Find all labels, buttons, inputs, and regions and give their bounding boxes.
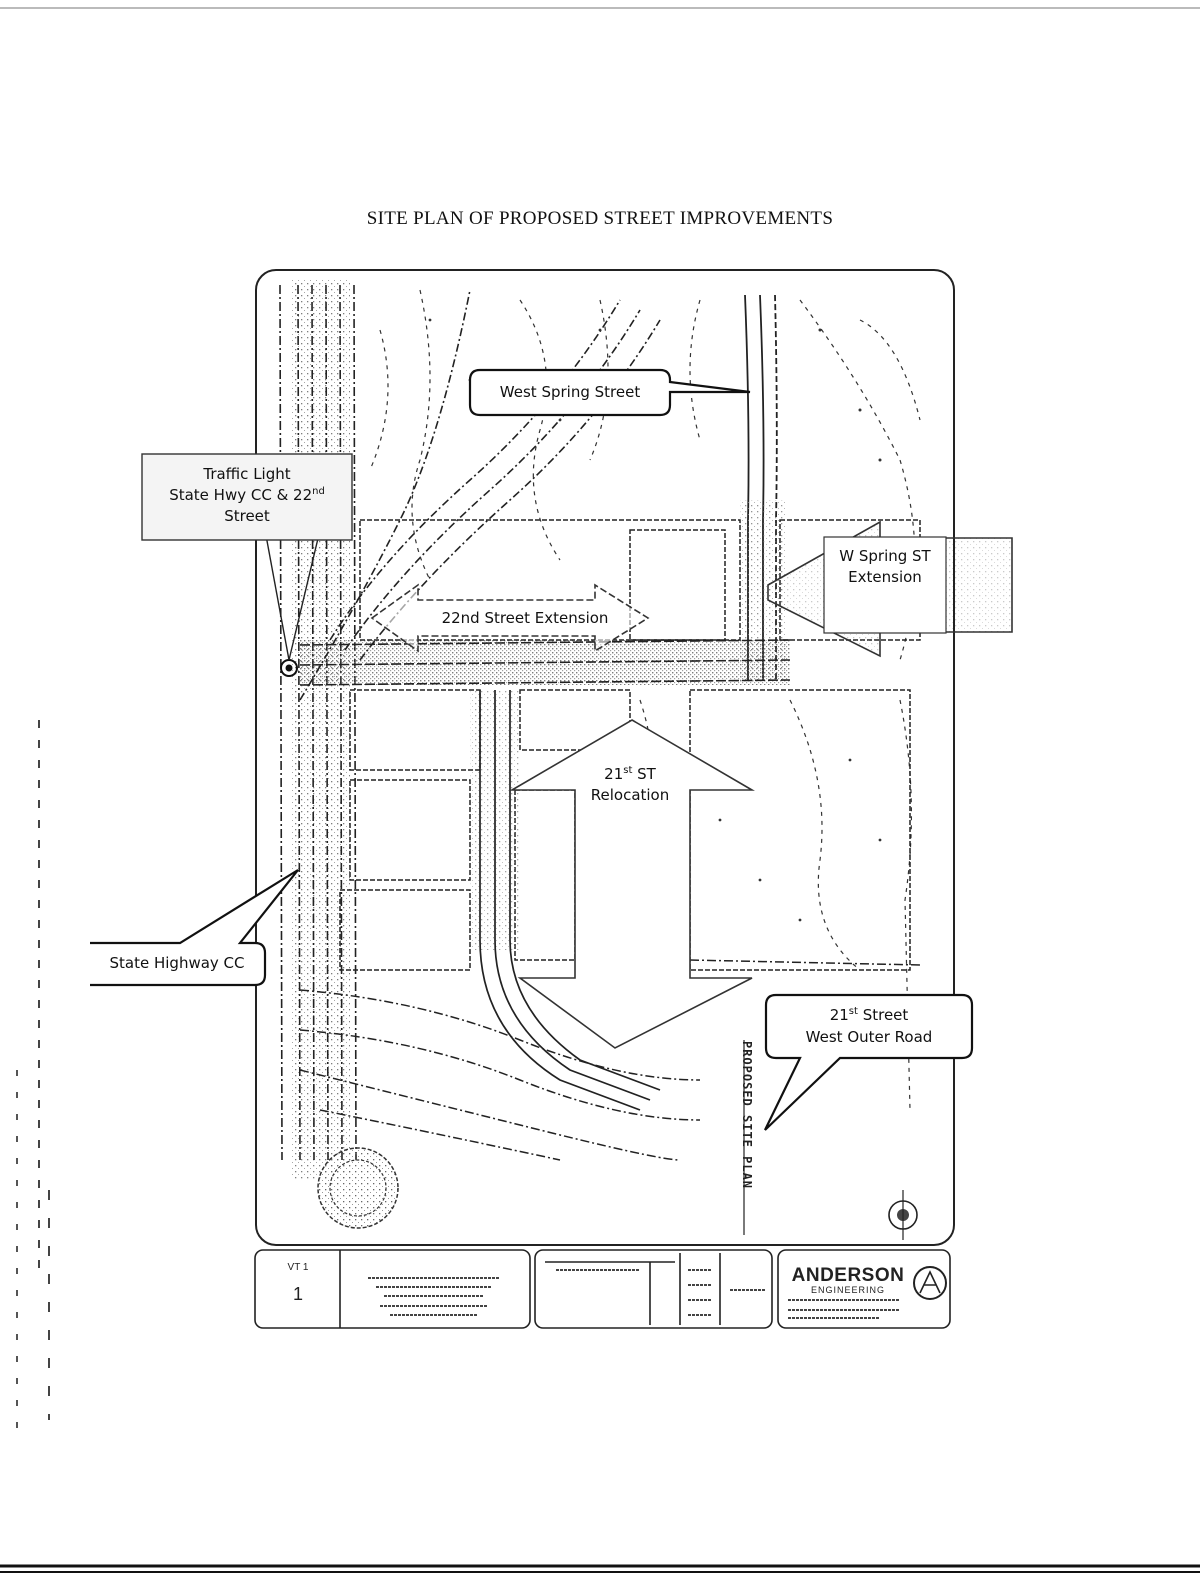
label-outer-road-line1: 21st Street (829, 1006, 909, 1024)
firm-name: ANDERSON (791, 1265, 905, 1286)
title-block (254, 1249, 951, 1329)
firm-sub: ENGINEERING (810, 1285, 885, 1295)
label-21st-st-relocation: 21st ST Relocation (570, 764, 690, 806)
label-traffic-light-line2: State Hwy CC & 22nd (169, 486, 325, 504)
callout-west-spring-street (468, 368, 751, 417)
scan-artifact (48, 1190, 50, 1420)
scan-artifact (38, 720, 40, 1280)
title-block-sheet-number: 1 (292, 1284, 303, 1304)
label-w-spring-extension: W Spring ST Extension (826, 546, 944, 588)
label-west-spring-street: West Spring Street (499, 383, 641, 401)
label-traffic-light: Traffic Light State Hwy CC & 22nd Street (144, 464, 350, 527)
page-title: SITE PLAN OF PROPOSED STREET IMPROVEMENT… (366, 208, 834, 229)
firm-logo-icon (913, 1266, 947, 1300)
label-traffic-light-line1: Traffic Light (203, 465, 291, 483)
callout-traffic-light-box (141, 453, 353, 541)
label-traffic-light-line3: Street (224, 507, 270, 525)
label-proposed-site-plan: PROPOSED SITE PLAN (740, 1040, 754, 1190)
callout-21st-outer-road (764, 993, 974, 1131)
label-relocation-line2: Relocation (590, 786, 670, 804)
label-outer-road-line2: West Outer Road (805, 1028, 933, 1046)
label-relocation-line1: 21st ST (604, 765, 656, 783)
title-block-sheet-label: VT 1 (287, 1262, 309, 1273)
label-w-spring-line2: Extension (848, 568, 922, 586)
label-22nd-street-extension: 22nd Street Extension (441, 609, 609, 627)
north-arrow-icon (888, 1190, 918, 1240)
label-21st-outer-road: 21st Street West Outer Road (768, 1004, 970, 1048)
arrow-22nd-street-extension (370, 583, 650, 653)
map-frame (255, 269, 955, 1246)
map-linework (279, 280, 921, 1240)
arrow-21st-st-relocation (509, 719, 755, 1049)
callout-state-highway-cc (90, 869, 299, 987)
label-w-spring-line1: W Spring ST (839, 547, 931, 565)
label-state-highway-cc: State Highway CC (109, 954, 245, 972)
scan-artifact (16, 1070, 18, 1430)
